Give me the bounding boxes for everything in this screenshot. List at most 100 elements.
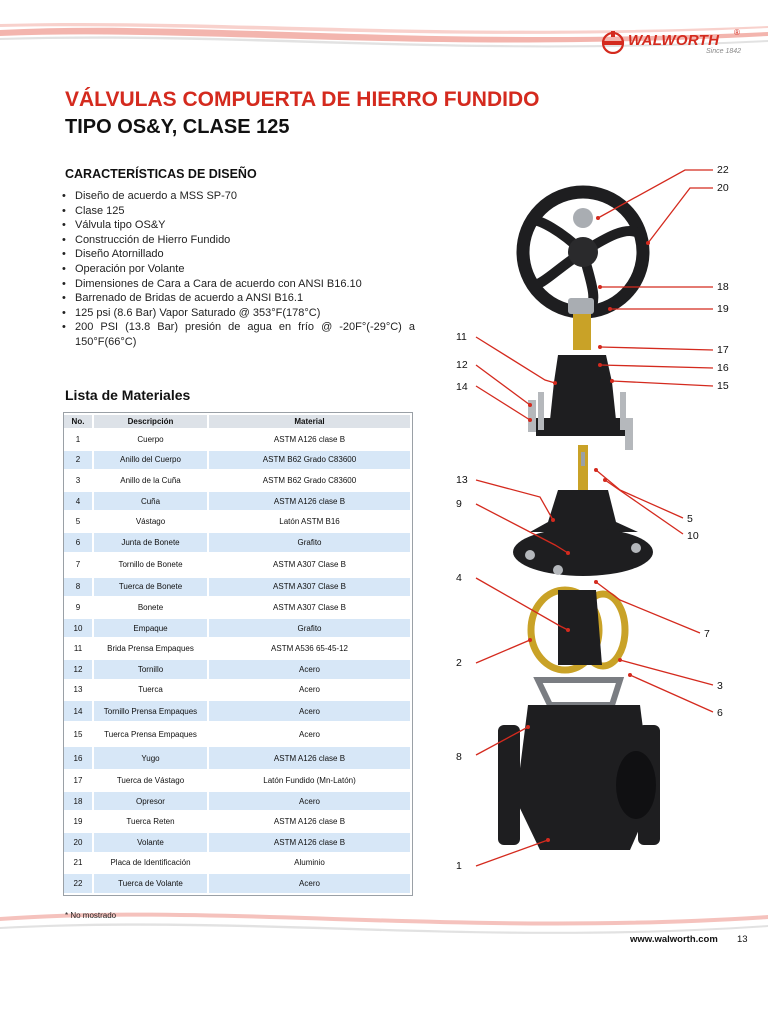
cell-material: ASTM B62 Grado C83600 [209,450,412,470]
cell-no: 16 [64,747,94,770]
list-item: Diseño Atornillado [60,247,415,262]
list-item: 125 psi (8.6 Bar) Vapor Saturado @ 353°F… [60,306,415,321]
column-header-no: No. [64,415,94,428]
cell-material: Latón Fundido (Mn-Latón) [209,771,412,790]
cell-no: 1 [64,430,94,449]
callout-18: 18 [717,281,729,293]
column-header-description: Descripción [94,415,209,428]
callout-12: 12 [456,359,468,371]
brand-name: WALWORTH [628,32,720,49]
page-number: 13 [737,934,748,945]
callout-8: 8 [456,751,462,763]
footnote: * No mostrado [65,911,117,920]
callout-5: 5 [687,513,693,525]
cell-desc: Tornillo de Bonete [94,553,209,576]
gate-wedge [527,586,629,674]
cell-no: 11 [64,639,94,658]
registered-mark: ® [734,28,740,37]
bonnet [513,490,653,576]
cell-material: ASTM A126 clase B [209,832,412,852]
callout-3: 3 [717,680,723,692]
list-item: Diseño de acuerdo a MSS SP-70 [60,189,415,204]
callout-14: 14 [456,381,468,393]
callout-13: 13 [456,474,468,486]
cell-material: ASTM A307 Clase B [209,577,412,597]
cell-material: ASTM A126 clase B [209,491,412,511]
materials-heading: Lista de Materiales [65,387,191,403]
cell-material: ASTM A307 Clase B [209,598,412,617]
cell-desc: Bonete [94,598,209,617]
callout-15: 15 [717,380,729,392]
cell-material: ASTM A126 clase B [209,812,412,831]
cell-desc: Tuerca [94,680,209,700]
column-header-material: Material [209,415,412,428]
cell-desc: Anillo de la Cuña [94,471,209,490]
cell-material: Grafito [209,618,412,638]
cell-material: ASTM B62 Grado C83600 [209,471,412,490]
callout-9: 9 [456,498,462,510]
cell-material: Acero [209,791,412,811]
cell-desc: Junta de Bonete [94,532,209,552]
yoke [528,355,633,450]
list-item: Construcción de Hierro Fundido [60,233,415,248]
cell-desc: Tuerca Reten [94,812,209,831]
callout-11: 11 [456,331,467,343]
cell-material: ASTM A126 clase B [209,430,412,449]
list-item: Barrenado de Bridas de acuerdo a ANSI B1… [60,291,415,306]
list-item: Operación por Volante [60,262,415,277]
page-title: VÁLVULAS COMPUERTA DE HIERRO FUNDIDO [65,88,540,111]
cell-no: 2 [64,450,94,470]
cell-material: Grafito [209,532,412,552]
cell-desc: Cuña [94,491,209,511]
valve-body [498,705,660,850]
cell-desc: Placa de Identificación [94,853,209,873]
stem-nut-assembly [568,298,594,350]
cell-material: Acero [209,659,412,679]
callout-22: 22 [717,164,729,176]
cell-no: 22 [64,874,94,893]
cell-material: ASTM A307 Clase B [209,553,412,576]
cell-no: 5 [64,512,94,531]
design-feature-list: Diseño de acuerdo a MSS SP-70 Clase 125 … [60,189,415,350]
header-swoosh [0,22,768,48]
cell-no: 8 [64,577,94,597]
list-item: Dimensiones de Cara a Cara de acuerdo co… [60,277,415,292]
exploded-valve-diagram [498,185,660,850]
cell-no: 21 [64,853,94,873]
cell-material: Acero [209,723,412,746]
brand-since: Since 1842 [706,48,742,55]
cell-desc: Tornillo Prensa Empaques [94,701,209,722]
cell-no: 14 [64,701,94,722]
stem [578,445,588,495]
website-link[interactable]: www.walworth.com [630,934,718,945]
cell-no: 4 [64,491,94,511]
callout-2: 2 [456,657,462,669]
cell-desc: Tuerca Prensa Empaques [94,723,209,746]
cell-no: 6 [64,532,94,552]
cell-material: Latón ASTM B16 [209,512,412,531]
callout-4: 4 [456,572,462,584]
cell-material: ASTM A536 65-45-12 [209,639,412,658]
cell-desc: Tuerca de Vástago [94,771,209,790]
cell-no: 10 [64,618,94,638]
callout-19: 19 [717,303,729,315]
cell-desc: Opresor [94,791,209,811]
cell-material: Acero [209,680,412,700]
